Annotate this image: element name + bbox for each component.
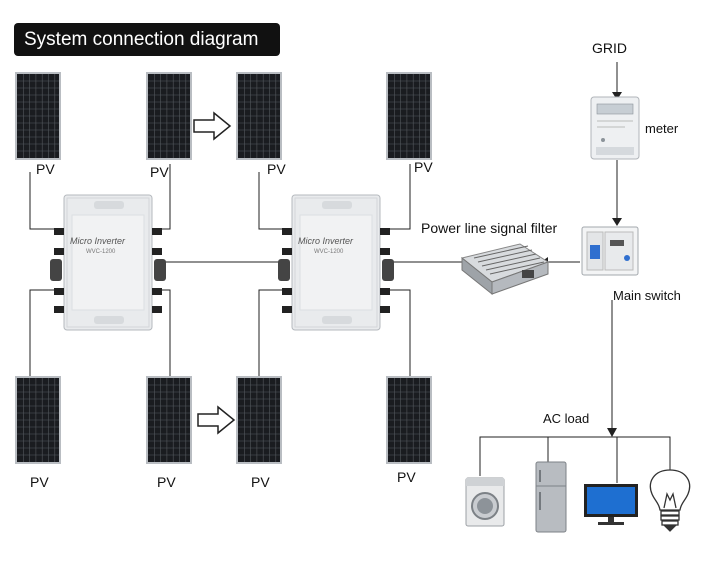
solar-panel-icon (145, 71, 193, 161)
grid-label: GRID (592, 40, 627, 56)
pv-label: PV (267, 161, 286, 177)
inverter-brand-label: Micro Inverter (298, 236, 354, 246)
ac-load-label: AC load (543, 411, 590, 426)
filter-label: Power line signal filter (421, 220, 558, 236)
pv-label: PV (157, 474, 176, 490)
circuit-breaker-icon (581, 226, 639, 276)
pv-label: PV (414, 159, 433, 175)
pv-label: PV (251, 474, 270, 490)
main-switch-label: Main switch (613, 288, 681, 303)
washing-machine-icon (465, 477, 505, 527)
inverter-brand-label: Micro Inverter (70, 236, 126, 246)
diagram-title: System connection diagram (14, 23, 280, 56)
solar-panel-icon (235, 375, 283, 465)
right-arrow-icon (193, 111, 232, 141)
micro-inverter-icon (277, 194, 395, 331)
pv-label: PV (150, 164, 169, 180)
solar-panel-icon (14, 375, 62, 465)
solar-panel-icon (145, 375, 193, 465)
right-arrow-icon (197, 405, 236, 435)
solar-panel-icon (14, 71, 62, 161)
inverter-model-label: WVC-1200 (314, 249, 344, 255)
micro-inverter-icon (49, 194, 167, 331)
signal-filter-icon (460, 243, 550, 296)
light-bulb-icon (649, 469, 691, 532)
wiring (29, 62, 671, 483)
solar-panel-icon (235, 71, 283, 161)
meter-label: meter (645, 121, 679, 136)
monitor-icon (584, 484, 638, 525)
solar-panel-icon (385, 71, 433, 161)
pv-label: PV (30, 474, 49, 490)
solar-panel-icon (385, 375, 433, 465)
electric-meter-icon (590, 96, 640, 160)
pv-label: PV (397, 469, 416, 485)
inverter-model-label: WVC-1200 (86, 249, 116, 255)
pv-label: PV (36, 161, 55, 177)
refrigerator-icon (535, 461, 567, 533)
